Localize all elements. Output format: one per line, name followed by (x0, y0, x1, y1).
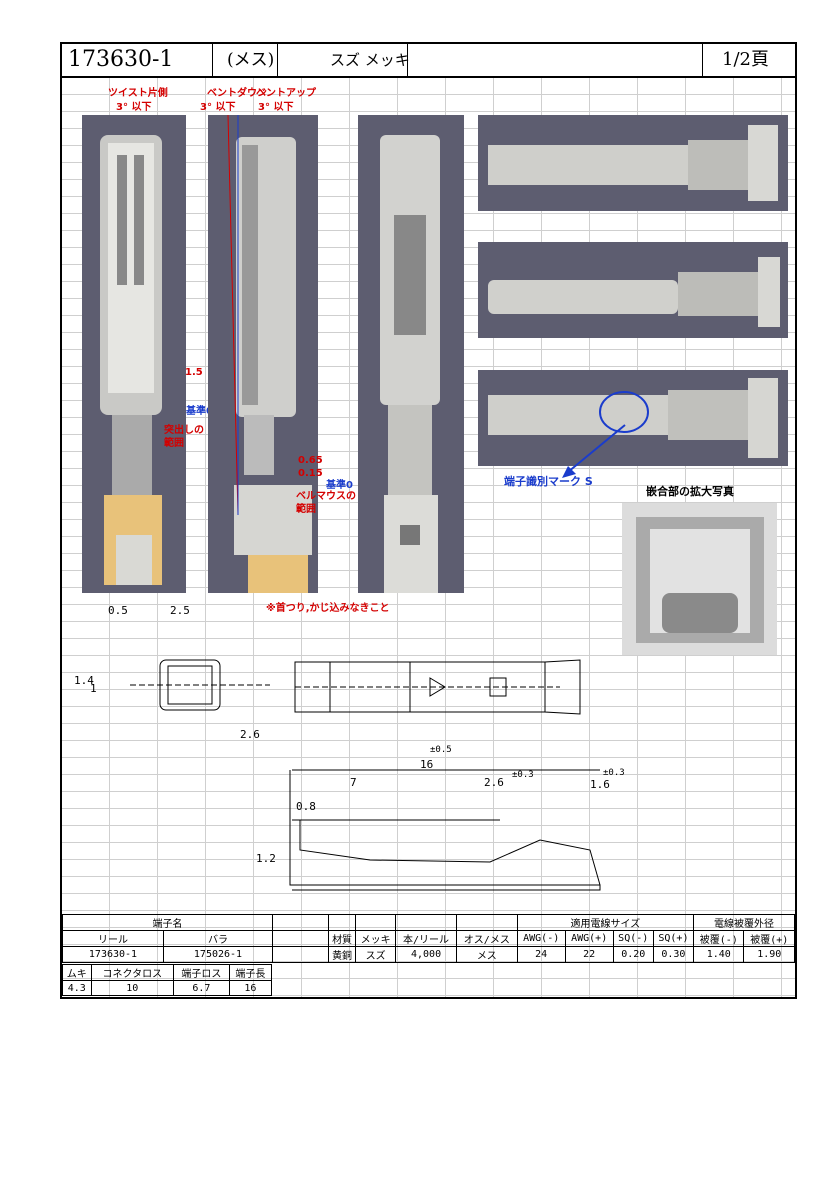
protrusion-range: 突出しの 範囲 (164, 425, 204, 449)
page-number: 1/2頁 (722, 49, 769, 70)
bend-up-value: 3° 以下 (258, 102, 294, 113)
datum-0-a: 基準0 (186, 406, 213, 417)
plating-label: スズ メッキ (330, 51, 410, 69)
td-male-female: メス (455, 946, 518, 963)
th-insulation-od: 電線被覆外径 (693, 914, 795, 931)
note-text: ※首つり,かじ込みなきこと (266, 603, 390, 614)
terminal-front-image (100, 135, 162, 585)
photo-back-view (358, 115, 464, 593)
th-loose: バラ (163, 930, 273, 947)
td-muki: 4.3 (62, 980, 92, 996)
dim-0-5: 0.5 (108, 604, 128, 617)
terminal-back-image (380, 135, 440, 593)
dim-2-6-side: 2.6 (240, 728, 260, 741)
dim-1-5: 1.5 (185, 367, 203, 378)
mate-zoom-image (636, 517, 764, 643)
th-terminal-name: 端子名 (62, 914, 273, 931)
td-term-len: 16 (228, 980, 273, 996)
th-muki: ムキ (62, 964, 92, 981)
th-reel: リール (62, 930, 164, 947)
dim-1: 1 (90, 682, 97, 695)
th-sq-minus: SQ(-) (612, 930, 654, 947)
th-material: 材質 (327, 930, 357, 947)
td-ins-plus: 1.90 (743, 946, 795, 963)
dim-0-15: 0.15 (298, 468, 323, 479)
th-awg-plus: AWG(+) (564, 930, 614, 947)
technical-drawing (130, 659, 601, 891)
terminal-side-image (227, 115, 312, 593)
dim-7: 7 (350, 776, 357, 789)
terminal-mid-image (488, 257, 780, 327)
id-mark-arrow (562, 424, 626, 478)
th-sq-plus: SQ(+) (652, 930, 695, 947)
dim-1-4: 1.4 (74, 674, 94, 687)
gender-label: (メス) (227, 50, 275, 70)
th-term-loss: 端子ロス (173, 964, 230, 981)
length-table: ムキ コネクタロス 端子ロス 端子長 4.3 10 6.7 16 (62, 964, 273, 996)
td-per-reel: 4,000 (395, 946, 457, 963)
terminal-bottom-image (488, 378, 778, 458)
td-term-loss: 6.7 (173, 980, 230, 996)
terminal-top-image (488, 125, 778, 201)
td-sq-minus: 0.20 (612, 946, 654, 963)
datum-0-b: 基準0 (326, 480, 353, 491)
tol-0-3-b: ±0.3 (603, 768, 625, 778)
bend-up-label: ベントアップ (256, 88, 316, 99)
td-reel: 173630-1 (62, 946, 164, 963)
th-awg-minus: AWG(-) (516, 930, 566, 947)
th-ins-minus: 被覆(-) (693, 930, 745, 947)
part-number: 173630-1 (68, 47, 174, 72)
td-awg-plus: 22 (564, 946, 614, 963)
th-per-reel: 本/リール (395, 930, 457, 947)
photo-top-horizontal (478, 115, 788, 211)
bellmouth-range: ベルマウスの 範囲 (296, 491, 356, 515)
th-wire-size: 適用電線サイズ (516, 914, 695, 931)
dim-2-5: 2.5 (170, 604, 190, 617)
td-awg-minus: 24 (516, 946, 566, 963)
td-loose: 175026-1 (163, 946, 273, 963)
photo-mate-zoom (622, 503, 777, 655)
bend-down-value: 3° 以下 (200, 102, 236, 113)
td-conn-loss: 10 (90, 980, 175, 996)
dim-16: 16 (420, 758, 434, 771)
photo-mid-horizontal (478, 242, 788, 338)
tol-0-5: ±0.5 (430, 745, 452, 755)
td-material: 黄銅 (327, 946, 357, 963)
th-male-female: オス/メス (455, 930, 518, 947)
photo-bottom-horizontal (478, 370, 788, 466)
dim-1-6: 1.6 (590, 778, 610, 791)
dim-0-65: 0.65 (298, 455, 323, 466)
mate-zoom-label: 嵌合部の拡大写真 (646, 485, 734, 498)
dim-0-8: 0.8 (296, 800, 316, 813)
twist-label: ツイスト片側 (108, 88, 168, 99)
twist-value: 3° 以下 (116, 102, 152, 113)
spec-table: 端子名 適用電線サイズ 電線被覆外径 リール バラ 材質 メッキ 本/リール オ… (62, 914, 795, 963)
td-plating: スズ (355, 946, 397, 963)
th-conn-loss: コネクタロス (90, 964, 175, 981)
photo-side-view (208, 115, 318, 593)
dim-1-2: 1.2 (256, 852, 276, 865)
bend-down-label: ベントダウン (207, 88, 267, 99)
th-plating: メッキ (355, 930, 397, 947)
th-term-len: 端子長 (228, 964, 273, 981)
td-sq-plus: 0.30 (652, 946, 695, 963)
id-mark-label: 端子識別マーク S (504, 475, 593, 488)
tol-0-3-a: ±0.3 (512, 770, 534, 780)
header-bar: 173630-1 (メス) スズ メッキ 1/2頁 (62, 44, 795, 78)
th-ins-plus: 被覆(+) (743, 930, 795, 947)
photo-front-view (82, 115, 186, 593)
td-ins-minus: 1.40 (693, 946, 745, 963)
dim-2-6: 2.6 (484, 776, 504, 789)
